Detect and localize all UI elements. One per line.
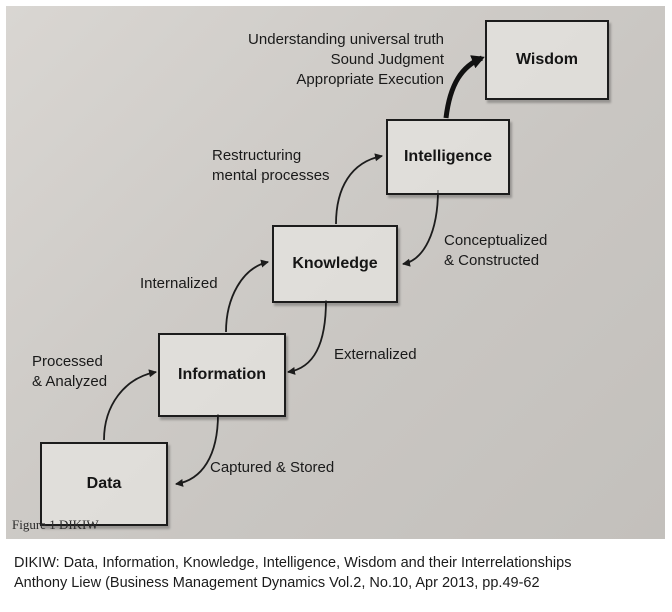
- arrow-intelligence-to-wisdom: [443, 55, 485, 119]
- arrow-information-to-knowledge: [225, 259, 269, 333]
- arrow-knowledge-to-information: [287, 299, 327, 375]
- knowledge-box: Knowledge: [272, 225, 398, 303]
- wisdom-box-label: Wisdom: [515, 51, 579, 68]
- caption: DIKIW: Data, Information, Knowledge, Int…: [14, 553, 571, 593]
- captured-label: Captured & Stored: [210, 459, 335, 476]
- arrow-intelligence-to-knowledge: [402, 189, 439, 267]
- information-box-label: Information: [178, 366, 266, 383]
- internalized-label: Internalized: [140, 275, 218, 292]
- conceptualized-line-2: & Constructed: [444, 252, 540, 269]
- wisdom-description: Understanding universal truth Sound Judg…: [220, 30, 444, 90]
- information-box: Information: [158, 333, 286, 417]
- data-box-label: Data: [86, 475, 122, 492]
- figure-label: Figure 1 DIKIW: [12, 517, 99, 532]
- knowledge-box-label: Knowledge: [292, 255, 378, 272]
- wisdom-line-1: Understanding universal truth: [248, 31, 444, 48]
- data-box: Data: [40, 442, 168, 526]
- conceptualized-line-1: Conceptualized: [444, 232, 548, 249]
- restructuring-line-1: Restructuring: [212, 147, 302, 164]
- wisdom-box: Wisdom: [485, 20, 609, 100]
- diagram-photo: ˑ ˑ ˑ ˑ ˑ ˑ ˑ ˑ ˑ Wisdom Intelligence Kn…: [6, 6, 665, 539]
- externalized-label: Externalized: [334, 346, 417, 363]
- arrow-information-to-data: [175, 413, 219, 487]
- restructuring-line-2: mental processes: [212, 167, 330, 184]
- restructuring-label: Restructuring mental processes: [212, 146, 330, 186]
- conceptualized-label: Conceptualized & Constructed: [444, 231, 547, 271]
- intelligence-box-label: Intelligence: [403, 148, 493, 165]
- arrow-knowledge-to-intelligence: [335, 153, 383, 225]
- processed-line-1: Processed: [32, 353, 103, 370]
- processed-label: Processed & Analyzed: [32, 352, 107, 392]
- wisdom-line-2: Sound Judgment: [330, 51, 444, 68]
- arrows-layer: [103, 55, 485, 487]
- intelligence-box: Intelligence: [386, 119, 510, 195]
- caption-line-1: DIKIW: Data, Information, Knowledge, Int…: [14, 555, 572, 571]
- arrow-data-to-information: [103, 369, 157, 441]
- processed-line-2: & Analyzed: [32, 373, 108, 390]
- caption-line-2: Anthony Liew (Business Management Dynami…: [14, 575, 540, 591]
- wisdom-line-3: Appropriate Execution: [296, 71, 444, 88]
